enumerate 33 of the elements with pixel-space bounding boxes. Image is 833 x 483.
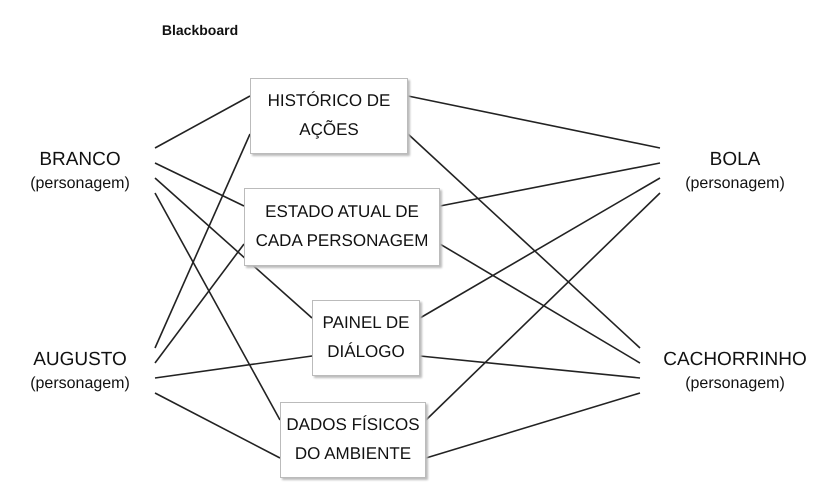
character-role: (personagem) (685, 374, 785, 394)
box-text: PAINEL DE DIÁLOGO (322, 312, 410, 363)
character-name: BRANCO (39, 148, 121, 172)
connector-line (440, 162, 660, 207)
blackboard-box (280, 402, 426, 478)
connector-line (154, 392, 280, 459)
character-name: CACHORRINHO (663, 348, 807, 372)
connector-line (154, 244, 245, 364)
connector-line (154, 355, 312, 379)
connector-line (440, 243, 640, 364)
connector-line (425, 192, 661, 421)
connector-line (420, 177, 660, 319)
connector-line (408, 95, 660, 149)
connector-line (154, 134, 251, 348)
character-name: AUGUSTO (33, 348, 127, 372)
character-role: (personagem) (30, 374, 130, 394)
character-role: (personagem) (685, 174, 785, 194)
blackboard-box (250, 78, 408, 154)
blackboard-box (244, 188, 440, 266)
blackboard-box (312, 300, 420, 376)
connector-line (407, 133, 641, 349)
connector-line (420, 355, 640, 379)
connector-line (154, 192, 281, 420)
character-role: (personagem) (30, 174, 130, 194)
connector-line (426, 392, 640, 459)
connector-line (154, 177, 313, 319)
diagram-title: Blackboard (160, 21, 240, 40)
box-text: HISTÓRICO DE AÇÕES (266, 90, 392, 141)
character-name: BOLA (710, 148, 760, 172)
box-text: ESTADO ATUAL DE CADA PERSONAGEM (254, 201, 430, 252)
connector-line (154, 162, 244, 207)
connector-line (154, 95, 250, 149)
box-text: DADOS FÍSICOS DO AMBIENTE (285, 414, 421, 465)
